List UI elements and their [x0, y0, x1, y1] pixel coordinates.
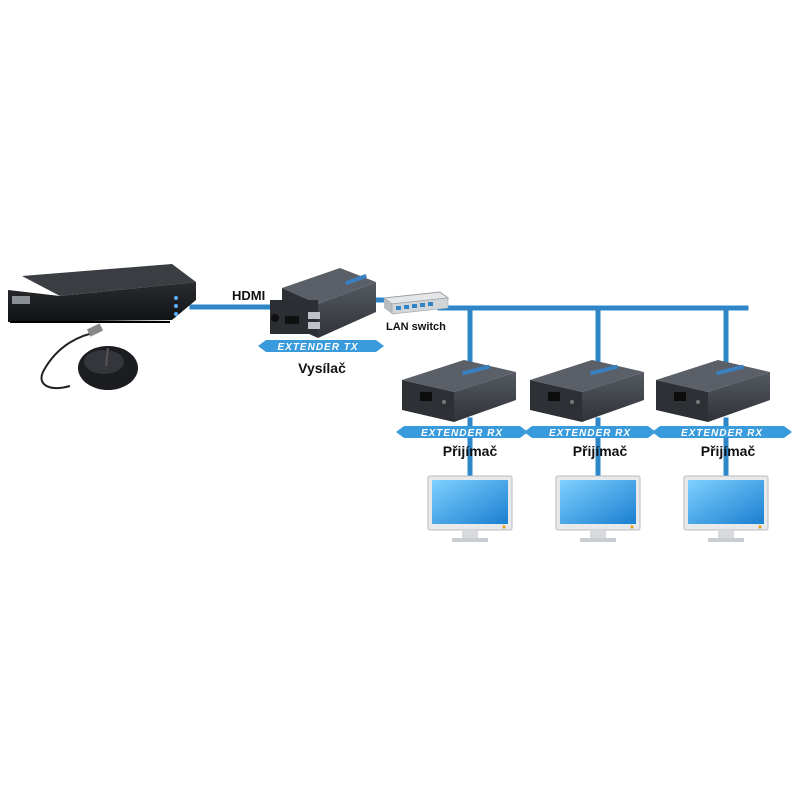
receiver-banner-text-2: EXTENDER RX	[549, 428, 631, 439]
hdmi-extender-rx-icon	[530, 360, 644, 422]
receiver-group-1	[402, 360, 516, 422]
hdmi-extender-rx-icon	[402, 360, 516, 422]
tx-banner-text: EXTENDER TX	[277, 342, 358, 353]
hdmi-extender-rx-icon	[656, 360, 770, 422]
hdmi-extender-tx-icon	[270, 268, 376, 338]
receiver-banner-1: EXTENDER RX	[396, 426, 528, 439]
receiver-group-3	[656, 360, 770, 422]
receiver-group-2	[530, 360, 644, 422]
transmitter-label: Vysílač	[298, 360, 346, 376]
monitor-2	[555, 475, 641, 542]
receiver-label-2: Přijímač	[573, 443, 628, 459]
receiver-banner-text-3: EXTENDER RX	[681, 428, 763, 439]
usb-mouse-icon	[40, 323, 138, 390]
receiver-label-1: Přijímač	[443, 443, 498, 459]
hdmi-label: HDMI	[232, 288, 265, 303]
lan-switch-label: LAN switch	[386, 321, 446, 333]
dvr-recorder-icon	[8, 264, 196, 323]
monitor-3	[683, 475, 769, 542]
receiver-banner-3: EXTENDER RX	[652, 426, 792, 439]
monitor-icon	[555, 475, 641, 542]
monitor-icon	[427, 475, 513, 542]
receiver-banner-2: EXTENDER RX	[524, 426, 656, 439]
tx-banner: EXTENDER TX	[258, 340, 384, 353]
receiver-label-3: Přijímač	[701, 443, 756, 459]
monitor-1	[427, 475, 513, 542]
lan-switch-icon	[382, 291, 450, 315]
receiver-banner-text-1: EXTENDER RX	[421, 428, 503, 439]
monitor-icon	[683, 475, 769, 542]
